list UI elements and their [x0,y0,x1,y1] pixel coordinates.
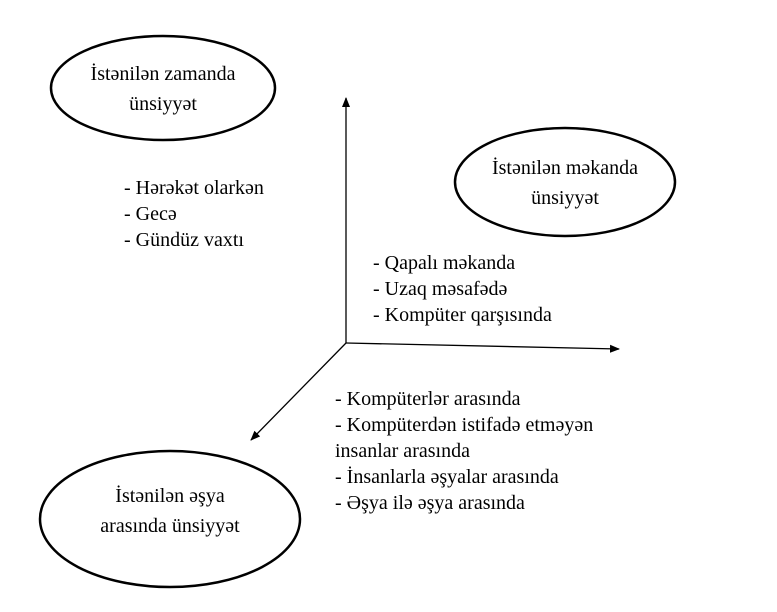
list-item: - Gündüz vaxtı [124,229,244,251]
node-time-line1: İstənilən zamanda [90,63,236,85]
list-item: - Əşya ilə əşya arasında [335,492,525,514]
ellipse-thing [38,449,302,589]
list-item: - İnsanlarla əşyalar arasında [335,466,559,488]
list-item: - Gecə [124,203,177,225]
axis-horizontal-arrow [345,342,620,353]
ellipse-place [453,126,677,238]
axis-diagonal-arrow [250,342,347,441]
list-place: - Qapalı məkanda - Uzaq məsafədə - Kompü… [373,250,552,328]
list-item: - Kompüterlər arasında [335,388,521,410]
node-time-label: İstənilən zamanda ünsiyyət [68,59,258,119]
list-item: - Kompüter qarşısında [373,304,552,326]
node-thing-line2: arasında ünsiyyət [100,515,240,537]
list-item: - Kompüterdən istifadə etməyən [335,414,594,436]
list-item: - Hərəkət olarkən [124,177,264,199]
list-item: - Qapalı məkanda [373,252,516,274]
node-place-label: İstənilən məkanda ünsiyyət [470,153,660,213]
list-item: insanlar arasında [335,440,470,462]
node-time-line2: ünsiyyət [129,93,197,115]
node-place-line1: İstənilən məkanda [491,157,639,179]
list-item: - Uzaq məsafədə [373,278,508,300]
node-place-line2: ünsiyyət [531,187,599,209]
ellipse-time [49,34,277,142]
list-time: - Hərəkət olarkən - Gecə - Gündüz vaxtı [124,175,264,253]
list-thing: - Kompüterlər arasında - Kompüterdən ist… [335,386,593,516]
node-thing-label: İstənilən əşya arasında ünsiyyət [70,481,270,541]
node-thing-line1: İstənilən əşya [115,485,225,507]
